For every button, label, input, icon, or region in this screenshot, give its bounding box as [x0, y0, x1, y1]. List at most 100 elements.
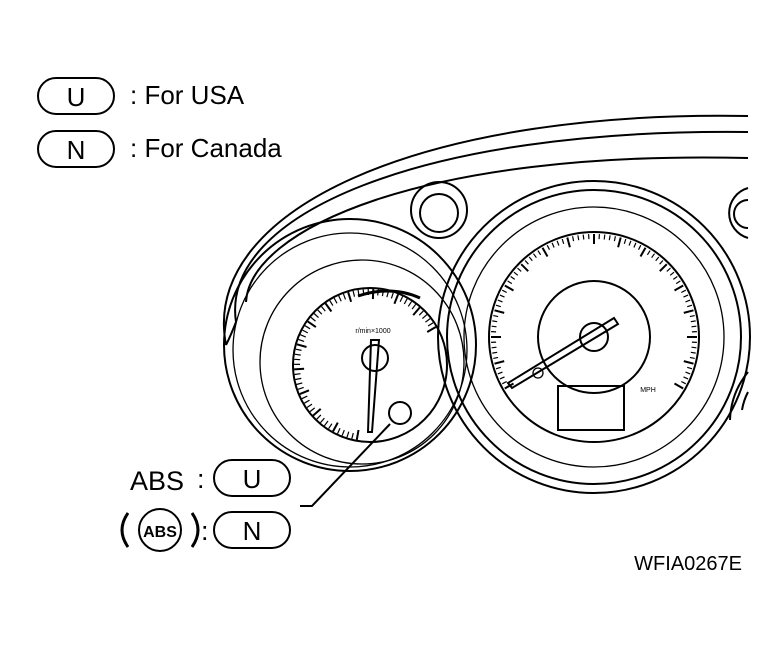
gauge-tick	[313, 313, 319, 319]
gauge-tick	[689, 315, 695, 318]
gauge-tick	[422, 314, 428, 320]
legend-usa-text: : For USA	[130, 80, 245, 110]
speedometer-gauge: MPH	[437, 180, 751, 494]
gauge-tick	[328, 423, 333, 430]
gauge-tick	[566, 237, 571, 248]
gauge-tick	[687, 304, 693, 308]
tachometer-redzone	[357, 289, 421, 300]
gauge-tick	[556, 240, 560, 246]
gauge-tick	[296, 382, 303, 386]
gauge-tick	[499, 376, 505, 380]
gauge-tick	[300, 334, 307, 338]
gauge-tick	[674, 284, 684, 292]
gauge-tick	[603, 234, 606, 240]
gauge-tick	[329, 300, 334, 306]
gauge-tick	[501, 380, 507, 385]
gauge-tick	[298, 338, 305, 342]
gauge-tick	[347, 291, 353, 303]
gauge-tick	[333, 297, 338, 304]
gauge-tick	[689, 356, 695, 359]
gauge-tick	[685, 299, 691, 303]
speedometer-needle	[506, 316, 620, 390]
gauge-tick	[504, 284, 514, 292]
gauge-tick	[651, 253, 655, 259]
gauge-tick	[324, 302, 333, 313]
gauge-tick	[310, 316, 316, 322]
gauge-tick	[513, 271, 519, 276]
gauge-tick	[346, 431, 350, 438]
legend-canada: N : For Canada	[37, 130, 282, 168]
legend-usa-pill	[37, 77, 115, 115]
abs-callout-usa-pill	[213, 459, 291, 497]
gauge-tick	[628, 240, 632, 246]
gauge-tick	[341, 429, 345, 436]
gauge-tick	[312, 408, 322, 417]
legend-usa: U : For USA	[37, 77, 245, 115]
gauge-tick	[390, 292, 394, 299]
abs-leader-line	[300, 423, 391, 507]
gauge-tick	[295, 377, 302, 381]
abs-callout-canada-pill	[213, 511, 291, 549]
abs-callout-usa-separator: :	[197, 464, 205, 494]
gauge-tick	[302, 329, 309, 334]
abs-callout-usa-label: ABS	[130, 466, 184, 496]
gauge-tick	[533, 253, 537, 259]
tachometer-scale	[293, 288, 437, 440]
gauge-tick	[336, 428, 341, 434]
gauge-tick	[510, 276, 516, 280]
gauge-tick	[295, 348, 302, 351]
abs-callout-usa-code: U	[243, 464, 262, 494]
gauge-tick	[681, 380, 687, 385]
gauge-tick	[491, 325, 497, 328]
gauge-tick	[403, 298, 408, 305]
gauge-tick	[524, 260, 529, 265]
gauge-tick	[541, 247, 549, 257]
gauge-tick	[683, 309, 694, 314]
abs-callout-usa: ABS : U	[130, 459, 291, 497]
gauge-tick	[427, 322, 434, 327]
legend-canada-text: : For Canada	[130, 133, 282, 163]
gauge-tick	[418, 310, 424, 316]
speedometer-unit-label: MPH	[640, 387, 656, 394]
gauge-tick	[304, 325, 311, 330]
gauge-tick	[493, 315, 499, 318]
gauge-tick	[551, 242, 555, 248]
gauge-tick	[301, 395, 308, 400]
gauge-tick	[577, 235, 580, 241]
gauge-tick	[637, 244, 642, 250]
odometer-display	[557, 385, 625, 431]
gauge-tick	[495, 366, 501, 370]
right-gauge-partial	[729, 371, 749, 421]
gauge-tick	[537, 250, 542, 256]
gauge-tick	[309, 407, 316, 413]
figure-code: WFIA0267E	[634, 553, 742, 575]
gauge-tick	[659, 260, 664, 265]
gauge-tick	[517, 267, 522, 272]
tachometer-unit-label: r/min×1000	[355, 328, 390, 335]
legend-canada-pill	[37, 130, 115, 168]
gauge-tick	[639, 247, 647, 257]
gauge-tick	[307, 320, 317, 328]
gauge-tick	[666, 267, 671, 272]
gauge-tick	[494, 360, 505, 365]
gauge-tick	[294, 367, 305, 371]
hood-lamp-right	[728, 187, 749, 239]
gauge-tick	[492, 320, 498, 323]
gauge-tick	[294, 353, 301, 356]
circled-abs-icon: ABS	[120, 508, 200, 552]
gauge-tick	[412, 306, 421, 316]
gauge-tick	[633, 242, 637, 248]
gauge-tick	[528, 256, 533, 262]
gauge-tick	[342, 293, 347, 300]
gauge-tick	[425, 318, 431, 323]
gauge-tick	[304, 399, 310, 404]
gauge-tick	[685, 371, 691, 375]
abs-callout-canada-separator: :	[201, 516, 209, 546]
gauge-tick	[613, 236, 616, 242]
gauge-tick	[690, 320, 696, 323]
tachometer-needle	[361, 339, 389, 433]
gauge-tick	[546, 244, 551, 250]
gauge-tick	[352, 290, 356, 297]
gauge-tick	[497, 371, 503, 375]
